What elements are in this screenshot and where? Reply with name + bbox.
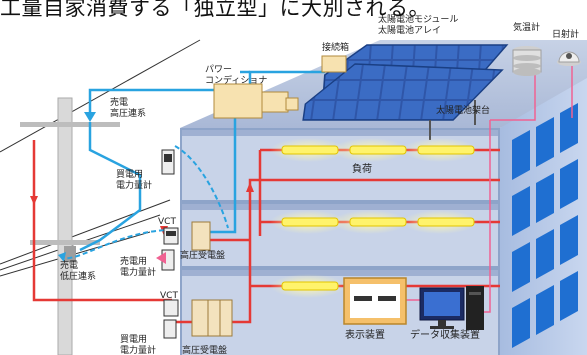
label-buy-meter-low-1: 買電用 <box>120 334 147 345</box>
vct-lower <box>163 299 179 317</box>
buy-meter-upper <box>161 149 175 175</box>
building-windows <box>512 103 578 348</box>
hv-panel-lower <box>191 299 233 337</box>
label-pyranometer: 日射計 <box>552 28 579 40</box>
label-load: 負荷 <box>352 163 372 175</box>
label-pcs-2: コンディショナ <box>205 74 267 86</box>
diagram-labels: 太陽電池モジュール 太陽電池アレイ 気温計 日射計 接続箱 パワー コンディショ… <box>60 13 579 355</box>
label-vct-lower: VCT <box>160 291 178 301</box>
hv-panel-upper <box>191 221 211 251</box>
label-buy-meter-low-2: 電力量計 <box>120 344 156 355</box>
load-lights <box>270 138 478 298</box>
label-solar-array: 太陽電池アレイ <box>378 24 441 36</box>
pole-transformer <box>64 246 76 262</box>
label-hv-panel-lower: 高圧受電盤 <box>182 344 227 355</box>
label-pcs-1: パワー <box>205 64 232 75</box>
label-buy-meter-2: 電力量計 <box>116 179 152 191</box>
label-vct-upper: VCT <box>158 217 176 227</box>
label-data-collector: データ収集装置 <box>410 328 480 341</box>
banner-text: 工量自家消費する「独立型」に大別される。 <box>0 0 430 20</box>
display-device <box>343 277 407 325</box>
label-sell-lv-1: 売電 <box>60 259 78 271</box>
solar-array <box>302 44 509 140</box>
junction-box <box>321 55 347 73</box>
label-display: 表示装置 <box>345 328 385 341</box>
label-solar-module: 太陽電池モジュール <box>378 13 458 25</box>
power-conditioner <box>213 83 299 119</box>
label-array-stand: 太陽電池架台 <box>436 104 490 116</box>
label-sell-lv-2: 低圧連系 <box>60 270 96 282</box>
label-junction-box: 接続箱 <box>322 41 349 53</box>
sell-meter <box>156 249 175 271</box>
vct-upper <box>163 227 179 245</box>
data-collector <box>419 286 484 330</box>
thermometer <box>512 46 542 76</box>
utility-pole <box>0 39 201 355</box>
label-sell-hv-2: 高圧連系 <box>110 107 146 119</box>
label-buy-meter-1: 買電用 <box>116 169 143 180</box>
buy-meter-lower <box>163 319 177 339</box>
label-hv-panel-upper: 高圧受電盤 <box>180 249 225 261</box>
pyranometer <box>557 51 581 66</box>
label-sell-meter-1: 売電用 <box>120 255 147 267</box>
label-thermometer: 気温計 <box>513 21 540 33</box>
label-sell-meter-2: 電力量計 <box>120 266 156 278</box>
label-sell-hv-1: 売電 <box>110 96 128 108</box>
